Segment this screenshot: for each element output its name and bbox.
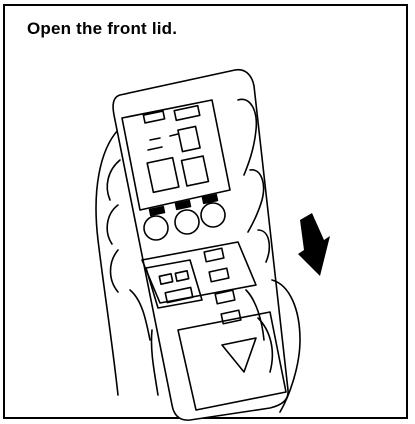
down-arrow-icon <box>298 213 330 276</box>
remote-controller-icon <box>113 70 288 420</box>
